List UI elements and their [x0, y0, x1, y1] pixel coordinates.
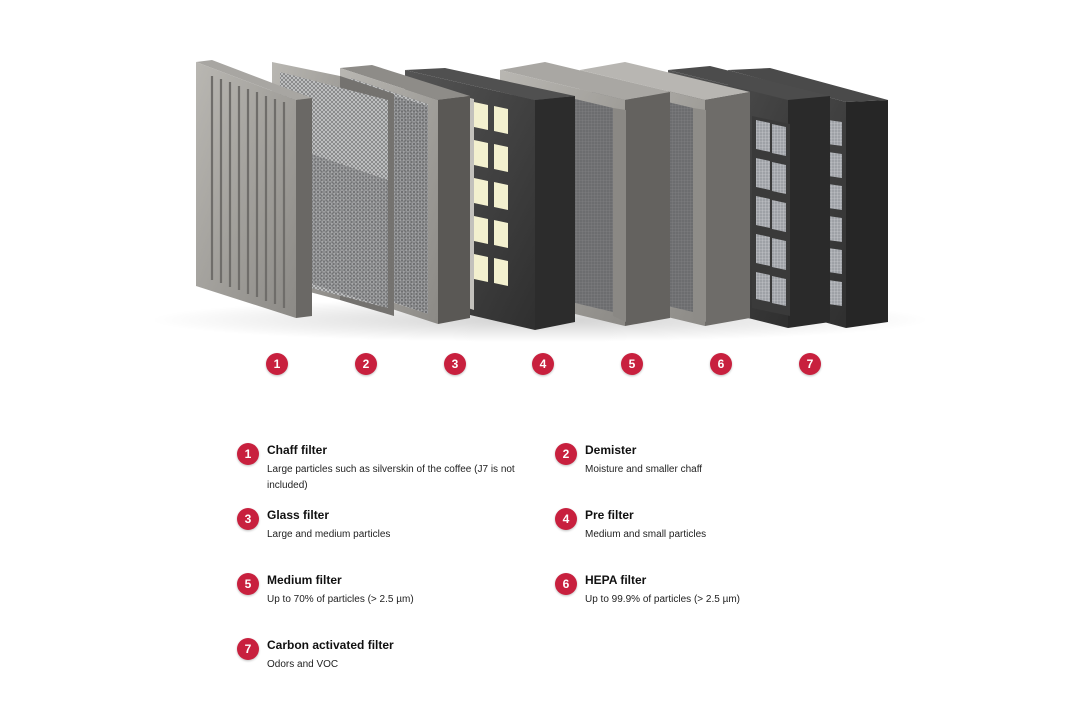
legend-title: Glass filter: [267, 508, 330, 522]
legend-badge-4: 4: [555, 508, 577, 530]
diagram-badge-7: 7: [799, 353, 821, 375]
filter-6-cells: [756, 120, 786, 306]
legend-badge-5: 5: [237, 573, 259, 595]
diagram-badge-2: 2: [355, 353, 377, 375]
diagram-badge-3: 3: [444, 353, 466, 375]
legend-description: Odors and VOC: [267, 659, 339, 670]
filter-1-louvers: [210, 76, 286, 308]
filter-1-illustration: [196, 60, 312, 318]
diagram-badge-4: 4: [532, 353, 554, 375]
legend-badge-2: 2: [555, 443, 577, 465]
legend-description: Up to 70% of particles (> 2.5 µm): [267, 594, 414, 605]
legend-title: Demister: [585, 443, 637, 457]
legend-title: Medium filter: [267, 573, 342, 587]
diagram-badge-5: 5: [621, 353, 643, 375]
diagram-badge-1: 1: [266, 353, 288, 375]
filter-stack-illustration: [150, 60, 930, 342]
legend-title: Chaff filter: [267, 443, 327, 457]
legend-title: Pre filter: [585, 508, 634, 522]
legend-description: Medium and small particles: [585, 529, 707, 540]
legend-title: Carbon activated filter: [267, 638, 394, 652]
legend-badge-3: 3: [237, 508, 259, 530]
legend-description: Large particles such as silverskin of th…: [267, 464, 515, 491]
legend-description: Up to 99.9% of particles (> 2.5 µm): [585, 594, 740, 605]
legend-badge-1: 1: [237, 443, 259, 465]
legend-title: HEPA filter: [585, 573, 647, 587]
filter-7-cells: [828, 120, 842, 306]
legend-description: Large and medium particles: [267, 529, 391, 540]
filter-3-pads: [474, 102, 508, 286]
legend-badge-6: 6: [555, 573, 577, 595]
diagram-badge-6: 6: [710, 353, 732, 375]
legend-description: Moisture and smaller chaff: [585, 464, 703, 475]
legend-badge-7: 7: [237, 638, 259, 660]
